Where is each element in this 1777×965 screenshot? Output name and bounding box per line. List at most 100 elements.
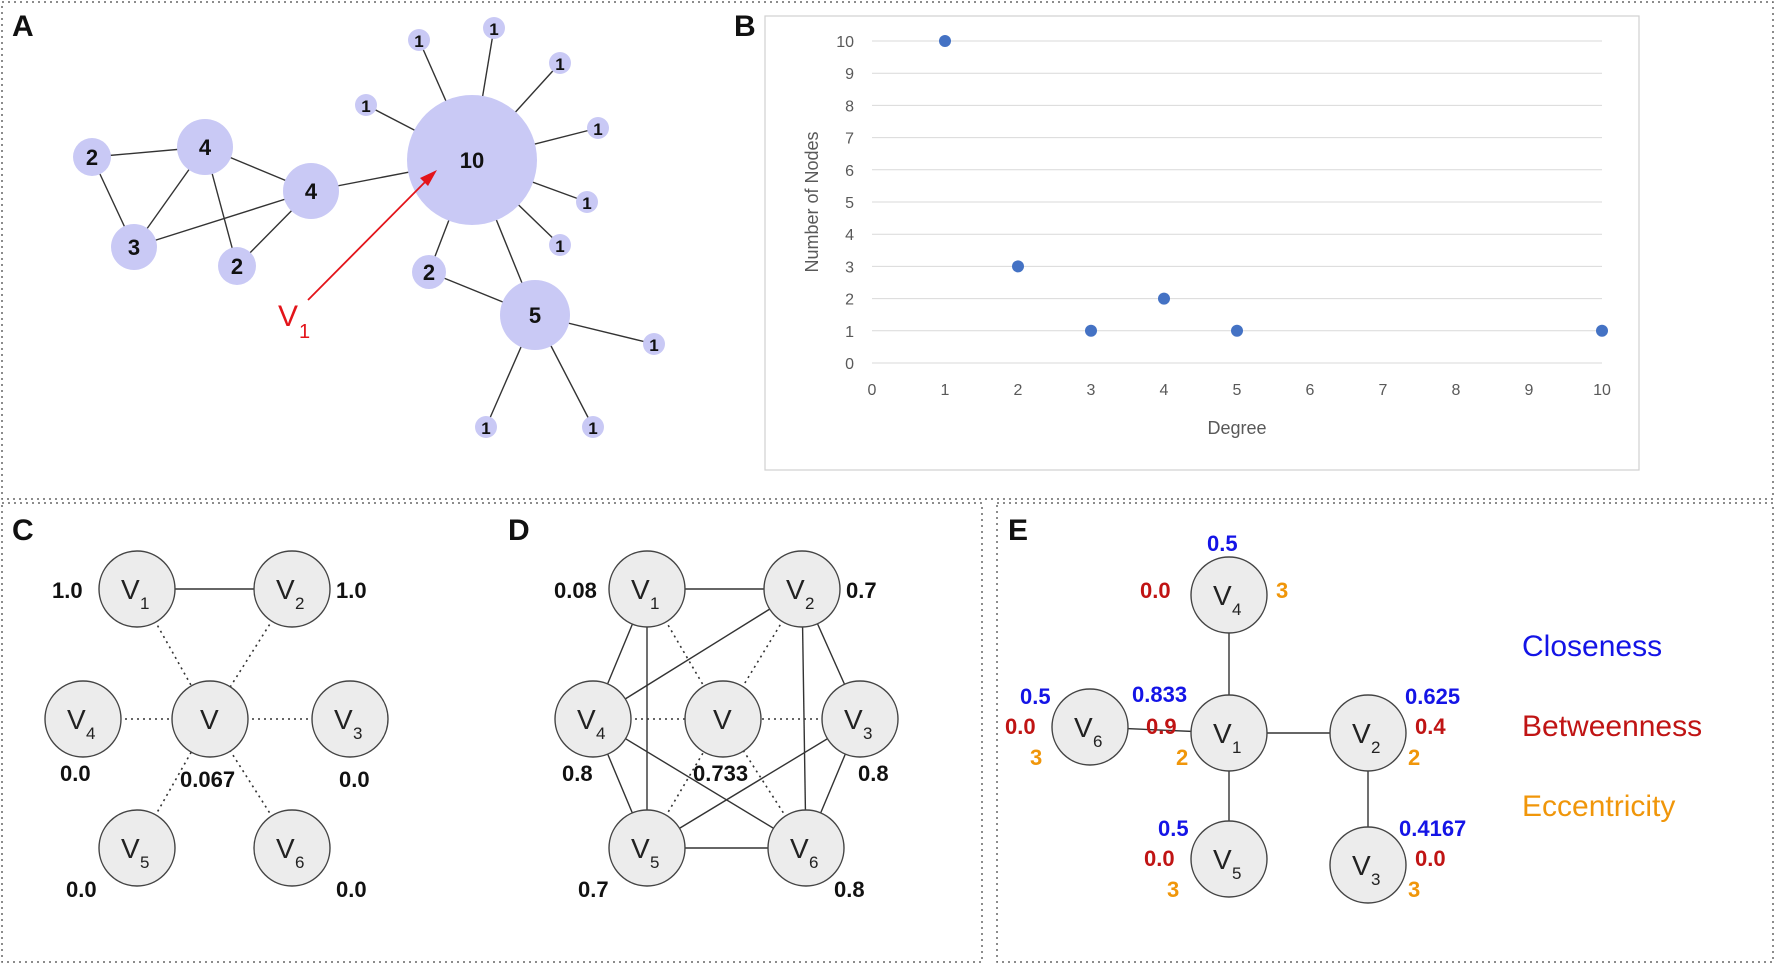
node-letter: V [790,833,809,864]
node-v2 [763,550,841,628]
node-letter: V [844,704,863,735]
leaf-node [643,333,665,355]
node-degree-2-left [73,138,111,176]
node-letter: V [631,574,650,605]
y-tick-label: 7 [845,131,854,148]
node-v5 [98,809,176,887]
x-tick-label: 7 [1379,382,1388,399]
leaf-label: 1 [361,97,370,116]
y-tick-label: 0 [845,356,854,373]
node-index: 6 [1093,732,1102,751]
closeness-v4: 0.5 [1207,531,1238,556]
x-tick-label: 9 [1525,382,1534,399]
node-v3 [821,680,899,758]
y-tick-label: 9 [845,66,854,83]
node-index: 4 [1232,600,1241,619]
leaf-label: 1 [582,194,591,213]
closeness-v5: 0.5 [1158,816,1189,841]
panel-a-node-labels: 2 4 3 2 4 10 2 5 1 1 1 1 1 1 1 1 1 1 [86,20,659,438]
value-v4: 0.8 [562,761,593,786]
value-v3: 0.8 [858,761,889,786]
node-v4 [1190,556,1268,634]
y-tick-label: 4 [845,227,854,244]
node-letter: V [276,833,295,864]
node-index: 2 [295,594,304,613]
node-index: 1 [1232,738,1241,757]
node-degree-4-top [177,119,233,175]
node-letter: V [1352,718,1371,749]
x-tick-label: 2 [1014,382,1023,399]
panel-a-edges [91,27,655,428]
node-label: 2 [423,260,435,285]
panel-label-a: A [12,10,34,43]
node-v5 [608,809,686,887]
node-label: 3 [128,235,140,260]
pointer-arrowhead [420,170,437,186]
y-tick-label: 6 [845,163,854,180]
node-index: 5 [650,853,659,872]
hub-label: 10 [460,148,484,173]
leaf-node [549,234,571,256]
node-index: 1 [650,594,659,613]
eccentricity-v2: 2 [1408,745,1420,770]
closeness-v6: 0.5 [1020,684,1051,709]
node-letter: V [713,704,732,735]
node-letter: V [67,704,86,735]
leaf-label: 1 [555,237,564,256]
node-index: 3 [863,724,872,743]
data-point [1596,324,1608,337]
node-letter: V [1352,850,1371,881]
closeness-v2: 0.625 [1405,684,1460,709]
eccentricity-v5: 3 [1167,877,1179,902]
value-v6: 0.0 [336,877,367,902]
node-index: 2 [805,594,814,613]
x-tick-label: 6 [1306,382,1315,399]
node-v5 [1190,820,1268,898]
node-index: 4 [596,724,605,743]
y-tick-label: 10 [836,34,854,51]
node-v1 [1190,694,1268,772]
node-letter: V [1213,844,1232,875]
value-v: 0.067 [180,767,235,792]
chart-x-axis-title: Degree [1207,418,1266,438]
leaf-node [355,94,377,116]
node-index: 5 [140,853,149,872]
x-tick-label: 8 [1452,382,1461,399]
betweenness-v1: 0.9 [1146,714,1177,739]
data-point [1231,324,1243,337]
leaf-label: 1 [481,419,490,438]
legend-closeness: Closeness [1522,630,1662,663]
eccentricity-v4: 3 [1276,578,1288,603]
node-label: 4 [305,179,318,204]
panel-a-network: 2 4 3 2 4 10 2 5 1 1 1 1 1 1 1 1 1 1 V 1 [73,17,665,438]
pointer-label-sub: 1 [299,321,310,343]
chart-y-axis-title: Number of Nodes [802,131,822,272]
x-tick-label: 1 [941,382,950,399]
node-v6 [767,809,845,887]
chart-points [939,35,1608,337]
node-letter: V [1074,712,1093,743]
leaf-node [483,17,505,39]
data-point [939,35,951,47]
closeness-v1: 0.833 [1132,682,1187,707]
node-v [684,680,762,758]
panel-e-legend: Closeness Betweenness Eccentricity [1522,630,1702,823]
eccentricity-v6: 3 [1030,745,1042,770]
value-v4: 0.0 [60,761,91,786]
node-v4 [554,680,632,758]
v1-pointer: V 1 [278,170,437,343]
node-label: 2 [86,145,98,170]
leaf-label: 1 [555,55,564,74]
panel-label-e: E [1008,514,1028,547]
node-label: 4 [199,135,212,160]
betweenness-v5: 0.0 [1144,846,1175,871]
data-point [1085,324,1097,337]
value-v1: 0.08 [554,578,597,603]
node-index: 6 [809,853,818,872]
